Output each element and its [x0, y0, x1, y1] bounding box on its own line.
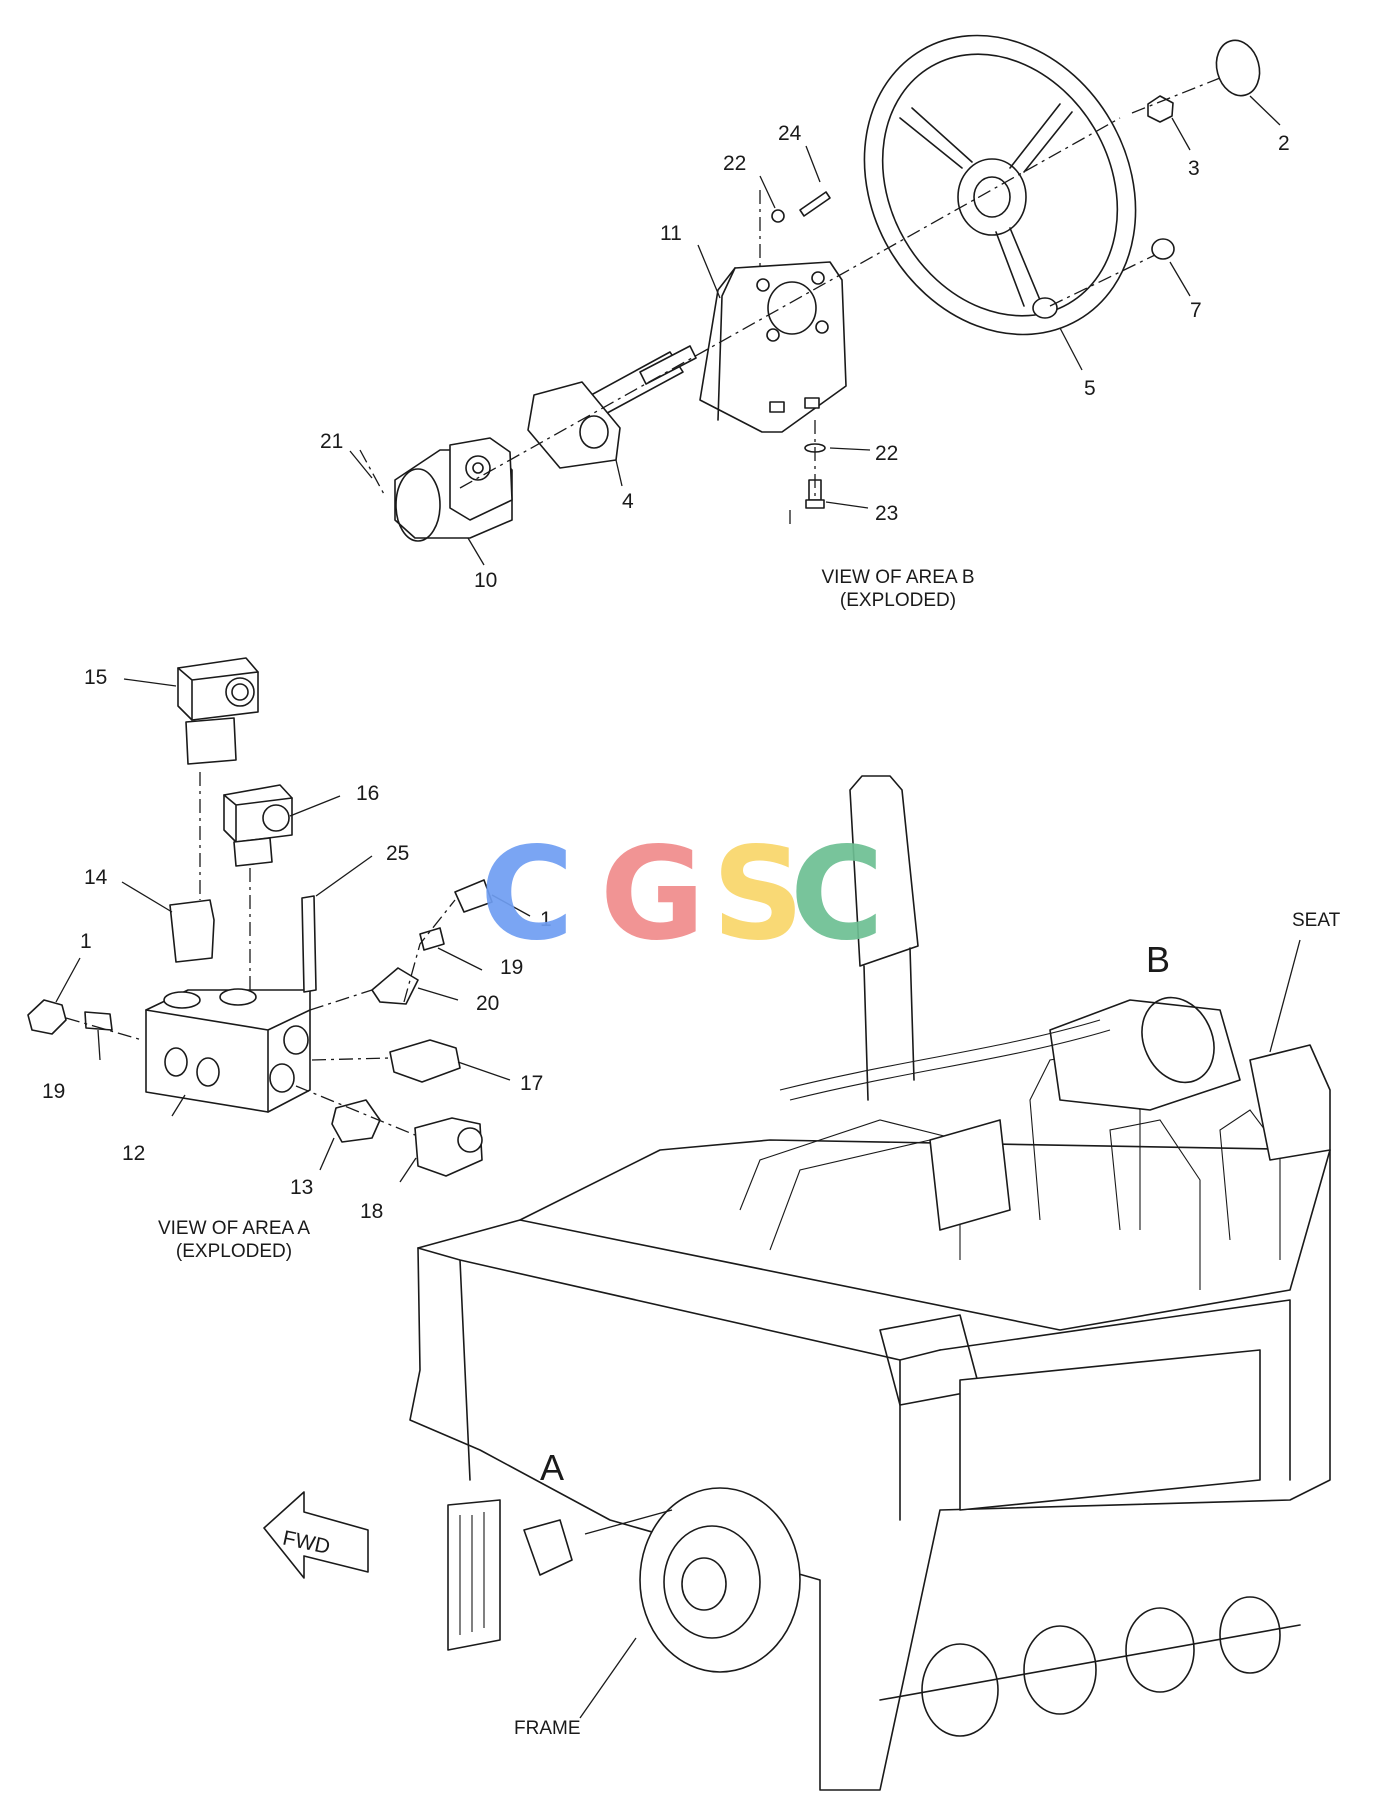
machine-frame-body	[409, 1139, 1331, 1791]
caption-area-a-line2: (EXPLODED)	[176, 1241, 292, 1262]
operator-seat-left	[929, 1119, 1011, 1231]
callout-24: 24	[778, 122, 802, 145]
callout-18: 18	[360, 1200, 383, 1223]
callout-10: 10	[474, 569, 497, 592]
hood-panel	[959, 1349, 1261, 1511]
callout-25: 25	[386, 842, 409, 865]
callout-leaders-area-b	[349, 95, 1281, 566]
caption-area-b-line1: VIEW OF AREA B	[821, 567, 974, 588]
callout-19-left: 19	[42, 1080, 65, 1103]
callout-13: 13	[290, 1176, 313, 1199]
cgsc-watermark: C G S C	[480, 820, 884, 969]
watermark-letter-4: C	[790, 820, 884, 969]
fitting-part-13	[331, 1099, 381, 1143]
horn-cap-part-2	[1215, 39, 1261, 97]
callout-1-right: 1	[540, 908, 552, 931]
knob-part-7	[1151, 238, 1175, 260]
nut-part-3	[1147, 95, 1174, 123]
callout-23: 23	[875, 502, 898, 525]
area-b-marker: B	[1146, 939, 1170, 980]
callout-15: 15	[84, 666, 107, 689]
area-a-marker: A	[540, 1447, 564, 1488]
fitting-part-19-right	[419, 927, 445, 951]
drive-wheel	[639, 1487, 801, 1673]
steering-column-part-4	[527, 345, 697, 469]
connector-part-16	[223, 784, 293, 867]
callout-17: 17	[520, 1072, 543, 1095]
banjo-fitting-part-1-right	[454, 879, 493, 913]
callout-22-top: 22	[723, 152, 746, 175]
assembly-centerline-area-b	[459, 117, 1121, 489]
callout-20: 20	[476, 992, 499, 1015]
banjo-fitting-part-1-left	[27, 999, 67, 1035]
connector-part-15	[177, 657, 259, 765]
callout-11: 11	[660, 222, 682, 245]
paver-machine-illustration: FWD B A SEAT FRAME	[263, 775, 1341, 1791]
watermark-letter-2: G	[600, 820, 705, 969]
valve-block-part-12	[145, 988, 311, 1113]
callout-3: 3	[1188, 157, 1200, 180]
auger-assembly	[879, 1596, 1301, 1737]
caption-area-a-line1: VIEW OF AREA A	[158, 1218, 310, 1239]
callout-12: 12	[122, 1142, 145, 1165]
valve-assembly-area-a: 15 16 14 25 1 19 12 13 18 17 20 19 1 VIE…	[27, 657, 552, 1262]
column-bracket-part-11	[699, 261, 847, 433]
sensor-part-20	[371, 967, 419, 1005]
callout-1-left: 1	[80, 930, 92, 953]
frame-label: FRAME	[514, 1718, 581, 1739]
connector-part-18	[414, 1117, 483, 1177]
callout-22-bottom: 22	[875, 442, 898, 465]
bolts-and-washers-area-b	[771, 191, 831, 509]
operator-seat-right	[1249, 1044, 1331, 1161]
seat-label: SEAT	[1292, 910, 1341, 931]
callout-4: 4	[622, 490, 634, 513]
machine-steering-wheel	[1141, 996, 1215, 1084]
callout-14: 14	[84, 866, 108, 889]
callout-7: 7	[1190, 299, 1202, 322]
callout-leaders-area-a	[55, 678, 531, 1183]
caption-area-b-line2: (EXPLODED)	[840, 590, 956, 611]
exhaust-stack	[849, 775, 919, 967]
fitting-part-17	[389, 1039, 461, 1083]
fitting-part-19-left	[84, 1011, 113, 1031]
callout-5: 5	[1084, 377, 1096, 400]
callout-2: 2	[1278, 132, 1290, 155]
watermark-letter-1: C	[480, 820, 574, 969]
steering-assembly-area-b: 2 3 4 5 7 10 11 21 22 22 23 24 VIEW OF A…	[320, 34, 1290, 611]
callout-19-right: 19	[500, 956, 523, 979]
steering-wheel-part-5	[863, 34, 1137, 336]
callout-21: 21	[320, 430, 343, 453]
watermark-letter-3: S	[712, 820, 804, 969]
operator-console	[1049, 999, 1241, 1111]
steering-motor-part-10	[394, 437, 513, 542]
forward-direction-arrow: FWD	[263, 1491, 369, 1579]
fitting-part-14	[169, 899, 215, 963]
callout-16: 16	[356, 782, 379, 805]
bolt-part-25	[301, 895, 317, 993]
